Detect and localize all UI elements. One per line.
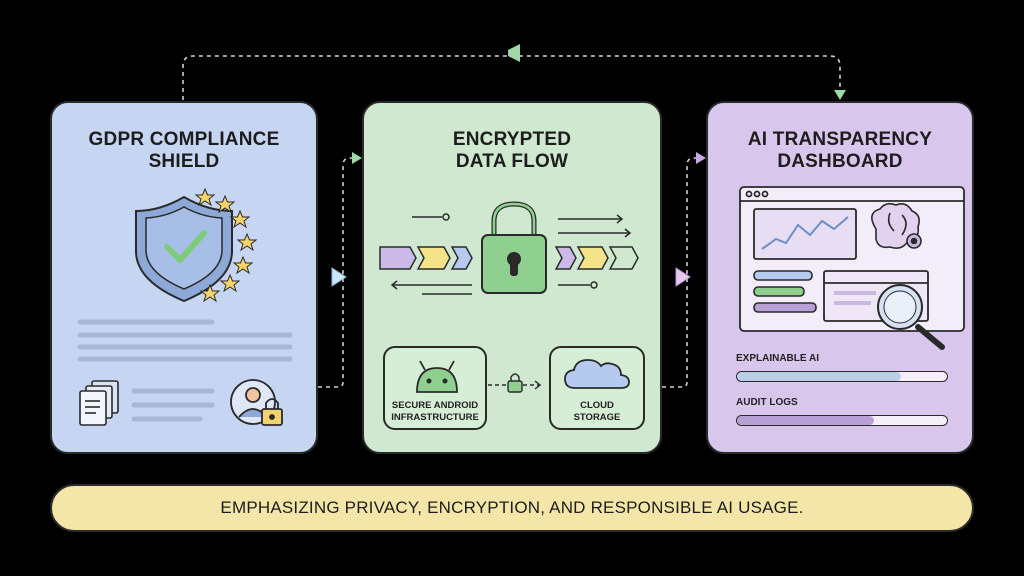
gdpr-compliance-card: GDPR COMPLIANCE SHIELD [50,101,318,454]
eu-stars-icon [194,187,258,303]
flow-arrow-gdpr-to-enc [331,267,347,287]
data-packets-left [379,246,473,270]
metric-label-audit-logs: AUDIT LOGS [736,397,798,408]
text-lines-decoration [77,319,293,362]
cloud-icon [564,359,630,389]
cloud-label: CLOUD STORAGE [573,400,621,423]
brain-gear-icon [871,202,922,249]
gdpr-card-title: GDPR COMPLIANCE SHIELD [88,129,280,172]
flow-arrow-enc-to-ai [675,267,691,287]
metric-fill-audit-logs [737,416,874,425]
android-to-cloud-link [488,373,542,393]
shield-check-icon [135,195,233,303]
metric-bar-explainable-ai [736,371,948,382]
ai-card-title: AI TRANSPARENCY DASHBOARD [747,129,933,172]
android-infrastructure-box: SECURE ANDROID INFRASTRUCTURE [383,346,487,430]
metric-label-explainable-ai: EXPLAINABLE AI [736,353,819,364]
ai-illustrations [739,186,965,350]
android-label: SECURE ANDROID INFRASTRUCTURE [391,400,479,423]
summary-banner-text: EMPHASIZING PRIVACY, ENCRYPTION, AND RES… [220,498,804,517]
loop-arrow-head [508,44,520,62]
text-lines-small [131,388,215,422]
android-icon [416,360,458,393]
metric-bar-audit-logs [736,415,948,426]
loop-arrow-target-head [834,90,846,100]
metric-fill-explainable-ai [737,372,901,381]
gdpr-illustrations [77,187,293,426]
magnifier-icon [877,284,945,350]
summary-banner: EMPHASIZING PRIVACY, ENCRYPTION, AND RES… [50,484,974,532]
encrypted-data-flow-card: ENCRYPTED DATA FLOW [362,101,662,454]
side-bars-decoration [753,270,817,313]
data-stream-arrows [390,213,632,295]
flow-arrow-top-enc [696,152,706,164]
padlock-icon [481,201,547,294]
ai-transparency-card: AI TRANSPARENCY DASHBOARD [706,101,974,454]
documents-icon [79,380,119,426]
flow-arrow-top-gdpr [352,152,362,164]
cloud-storage-box: CLOUD STORAGE [549,346,645,430]
enc-card-title: ENCRYPTED DATA FLOW [452,129,572,172]
encryption-illustrations [379,201,639,393]
user-lock-icon [230,379,283,426]
data-packets-right [554,246,639,270]
